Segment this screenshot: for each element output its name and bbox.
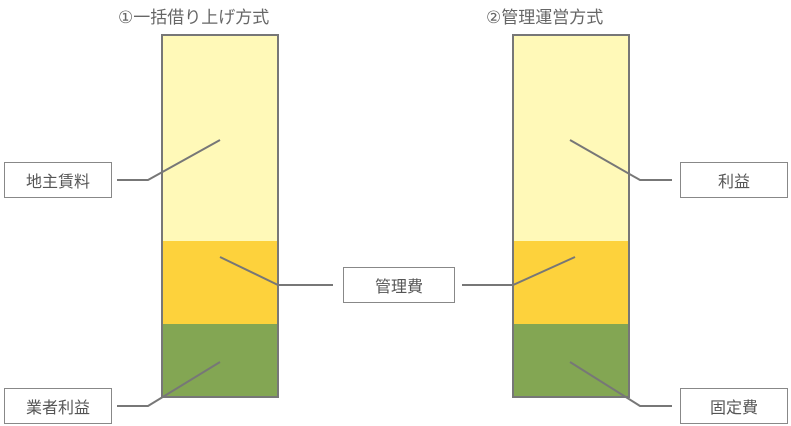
right-segment-profit: [513, 35, 629, 241]
label-fixed-cost: 固定費: [680, 388, 788, 424]
label-profit: 利益: [680, 162, 788, 198]
label-management-fee: 管理費: [343, 267, 455, 303]
left-title: ①一括借り上げ方式: [118, 8, 270, 28]
left-segment-management-fee: [162, 241, 278, 324]
left-bar: [161, 34, 279, 398]
right-segment-fixed-cost: [513, 324, 629, 397]
left-segment-land-rent: [162, 35, 278, 241]
right-segment-management-fee: [513, 241, 629, 324]
leader-lines: [117, 139, 672, 407]
right-bar: [512, 34, 630, 398]
label-land-rent: 地主賃料: [4, 162, 112, 198]
right-title: ②管理運営方式: [486, 8, 604, 28]
label-operator-profit: 業者利益: [4, 388, 112, 424]
